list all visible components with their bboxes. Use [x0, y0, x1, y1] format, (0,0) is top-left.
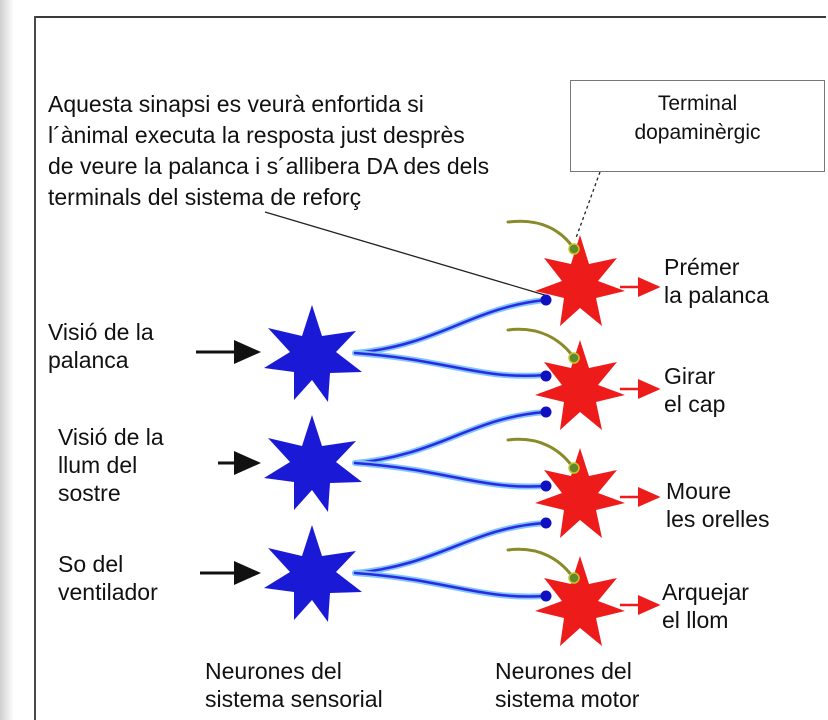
- sensory-neurons: [264, 305, 362, 622]
- stimulus-label-1: Visió de la palanca: [48, 318, 154, 374]
- caption-line-4: terminals del sistema de reforç: [48, 182, 568, 213]
- stimulus-label-3: So del ventilador: [58, 550, 158, 606]
- terminal-label: Terminal dopaminèrgic: [570, 89, 825, 147]
- motor-group-label: Neurones del sistema motor: [495, 657, 639, 713]
- terminal-pointer-line: [576, 172, 600, 238]
- synapse-pointer-line: [265, 212, 548, 296]
- response-label-4: Arquejar el llom: [662, 578, 749, 634]
- sensory-neuron-1: [264, 305, 362, 402]
- caption-line-2: l´ànimal executa la resposta just desprè…: [48, 120, 568, 151]
- motor-neuron-4: [535, 556, 625, 646]
- stimulus-label-2: Visió de la llum del sostre: [58, 423, 164, 507]
- synapse-caption: Aquesta sinapsi es veurà enfortida si l´…: [48, 89, 568, 213]
- response-label-2: Girar el cap: [664, 362, 725, 418]
- response-label-3: Moure les orelles: [666, 477, 770, 533]
- axons: [355, 300, 545, 597]
- motor-neuron-1: [535, 235, 625, 326]
- response-label-1: Prémer la palanca: [664, 253, 769, 309]
- sensory-neuron-3: [264, 525, 362, 622]
- caption-line-3: de veure la palanca i s´allibera DA des …: [48, 151, 568, 182]
- sensory-neuron-2: [264, 415, 362, 512]
- caption-line-1: Aquesta sinapsi es veurà enfortida si: [48, 89, 568, 120]
- sensory-group-label: Neurones del sistema sensorial: [205, 657, 383, 713]
